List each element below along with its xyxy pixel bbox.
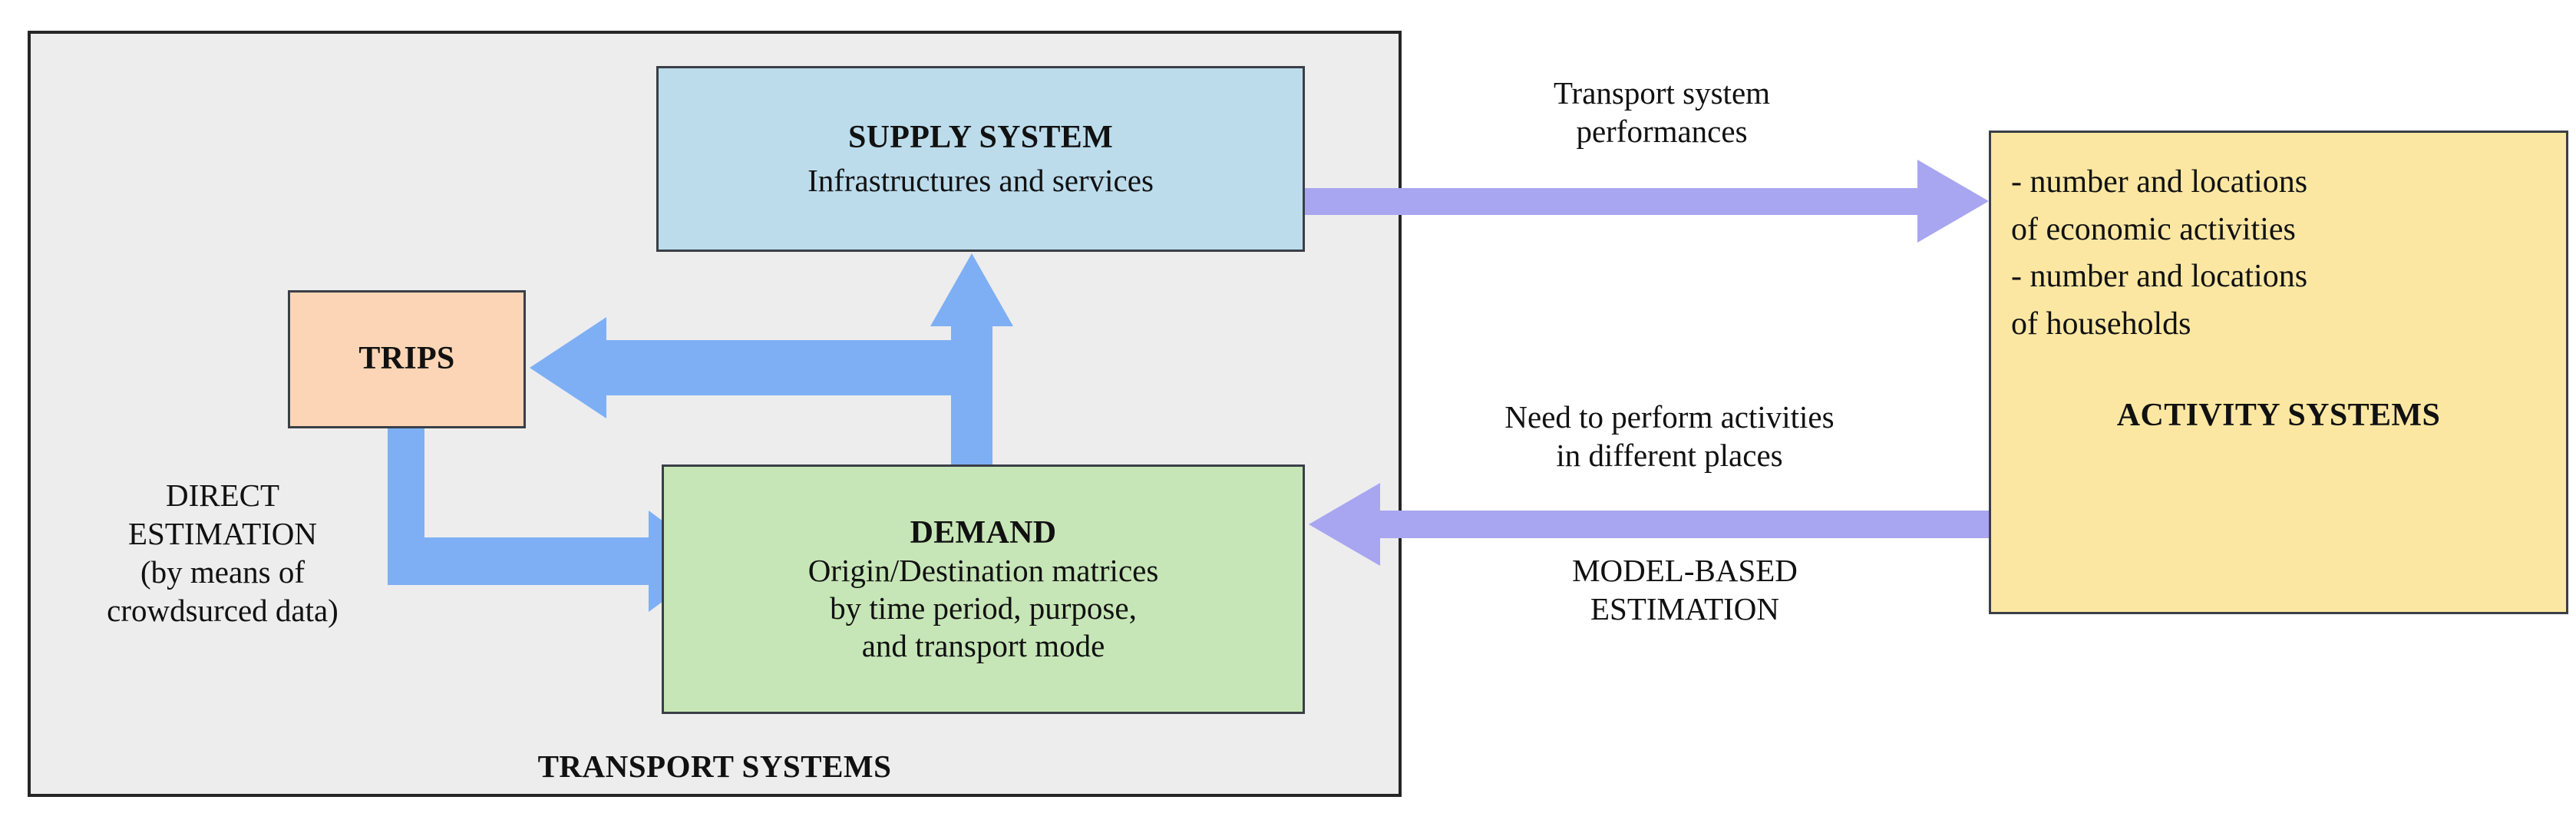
trips-box[interactable]: TRIPS xyxy=(288,290,526,428)
demand-line-2: by time period, purpose, xyxy=(830,590,1137,626)
direct-estimation-label: DIRECT ESTIMATION (by means of crowdsurc… xyxy=(107,478,339,629)
model-based-estimation-label: MODEL-BASED ESTIMATION xyxy=(1572,553,1798,627)
activity-line-2: of economic activities xyxy=(2011,211,2296,247)
activity-systems-box[interactable]: - number and locations of economic activ… xyxy=(1989,131,2568,614)
activity-line-3: - number and locations xyxy=(2011,259,2308,295)
need-to-perform-activities-label: Need to perform activities in different … xyxy=(1504,399,1835,474)
supply-to-activity-arrow xyxy=(1305,160,1989,243)
transport-performances-label: Transport system performances xyxy=(1553,75,1771,150)
demand-box[interactable]: DEMAND Origin/Destination matrices by ti… xyxy=(662,464,1305,714)
supply-system-subtitle: Infrastructures and services xyxy=(807,162,1154,198)
activity-systems-title: ACTIVITY SYSTEMS xyxy=(2116,397,2441,433)
transport-systems-label: TRANSPORT SYSTEMS xyxy=(537,749,892,784)
supply-system-title: SUPPLY SYSTEM xyxy=(847,120,1114,156)
activity-line-4: of households xyxy=(2011,306,2191,342)
demand-line-1: Origin/Destination matrices xyxy=(807,552,1159,588)
supply-system-box[interactable]: SUPPLY SYSTEM Infrastructures and servic… xyxy=(656,66,1305,252)
demand-title: DEMAND xyxy=(910,514,1057,550)
demand-line-3: and transport mode xyxy=(861,628,1105,664)
activity-line-1: - number and locations xyxy=(2011,164,2308,200)
trips-title: TRIPS xyxy=(358,341,455,377)
